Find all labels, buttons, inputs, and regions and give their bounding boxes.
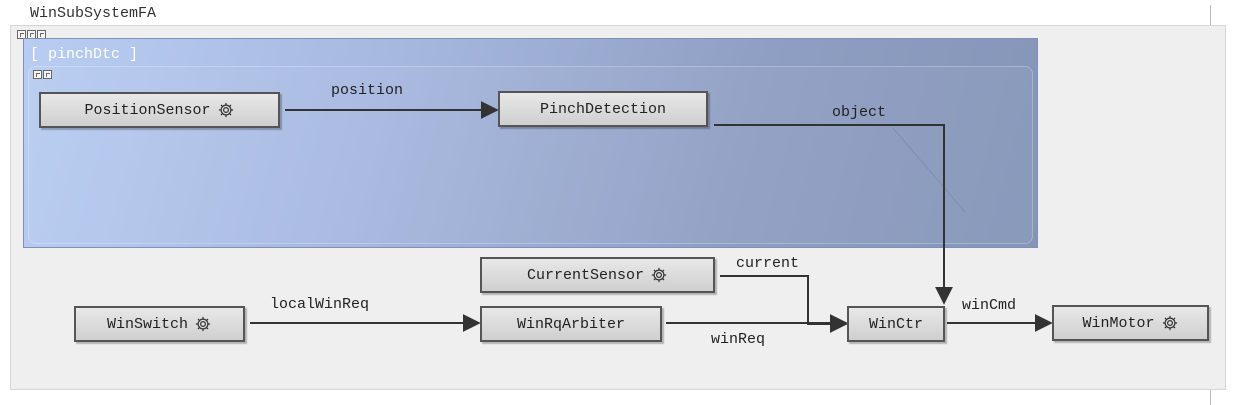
group-label: [ pinchDtc ] bbox=[30, 46, 139, 63]
edge-label-local-win-req: localWinReq bbox=[270, 296, 370, 313]
ruler-mark-top bbox=[1210, 5, 1211, 25]
expand-icon[interactable] bbox=[17, 30, 26, 39]
node-position-sensor[interactable]: PositionSensor bbox=[39, 92, 280, 128]
group-pinch-dtc[interactable] bbox=[23, 38, 1038, 248]
collapse-icon[interactable] bbox=[43, 70, 52, 79]
group-tool-icons bbox=[33, 70, 52, 79]
edge-label-win-req: winReq bbox=[711, 331, 766, 348]
edge-current[interactable] bbox=[720, 275, 848, 333]
edge-label-win-cmd: winCmd bbox=[962, 297, 1017, 314]
node-label: WinCtr bbox=[868, 315, 923, 333]
edge-label-current: current bbox=[736, 255, 800, 272]
gear-icon bbox=[651, 267, 667, 283]
gear-icon bbox=[1162, 315, 1177, 331]
node-current-sensor[interactable]: CurrentSensor bbox=[480, 257, 715, 293]
node-win-motor[interactable]: WinMotor bbox=[1052, 305, 1209, 341]
diagram-title: WinSubSystemFA bbox=[30, 5, 157, 22]
node-label: WinSwitch bbox=[106, 315, 188, 333]
edge-object[interactable] bbox=[714, 124, 953, 305]
node-win-switch[interactable]: WinSwitch bbox=[74, 306, 245, 342]
node-pinch-detection[interactable]: PinchDetection bbox=[498, 91, 708, 127]
gear-icon bbox=[218, 102, 233, 118]
edge-label-object: object bbox=[832, 104, 887, 121]
node-label: WinRqArbiter bbox=[516, 315, 626, 333]
node-win-rq-arbiter[interactable]: WinRqArbiter bbox=[480, 306, 662, 342]
edge-label-position: position bbox=[331, 82, 404, 99]
node-label: WinMotor bbox=[1082, 314, 1155, 332]
node-win-ctr[interactable]: WinCtr bbox=[847, 306, 945, 342]
expand-icon[interactable] bbox=[33, 70, 42, 79]
node-label: CurrentSensor bbox=[526, 266, 645, 284]
ruler-mark-bottom bbox=[1210, 390, 1211, 405]
group-decoration-line bbox=[892, 127, 966, 213]
gear-icon bbox=[195, 316, 211, 332]
node-label: PinchDetection bbox=[539, 100, 667, 118]
node-label: PositionSensor bbox=[84, 101, 211, 119]
